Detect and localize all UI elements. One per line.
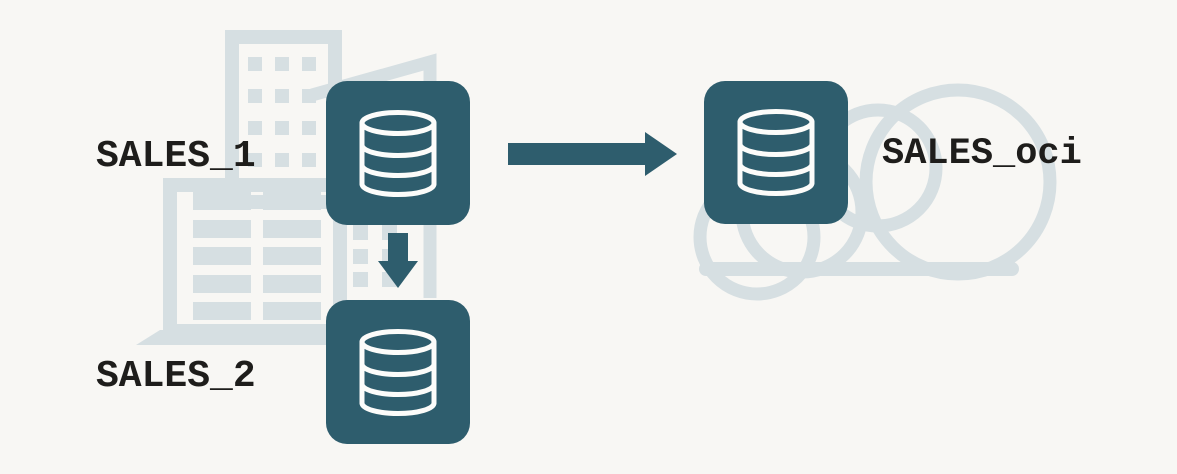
node-label-sales1: SALES_1 [96, 135, 256, 178]
arrow-down-icon [378, 233, 418, 288]
node-sales2 [326, 300, 470, 444]
node-sales-oci [704, 81, 848, 224]
wide-building-base [136, 330, 330, 345]
node-sales1 [326, 81, 470, 225]
tall-building-windows [248, 57, 316, 167]
node-label-sales2: SALES_2 [96, 355, 256, 398]
arrow-right-icon [508, 132, 677, 176]
wide-building-windows [193, 192, 321, 320]
node-label-sales-oci: SALES_oci [882, 133, 1082, 175]
